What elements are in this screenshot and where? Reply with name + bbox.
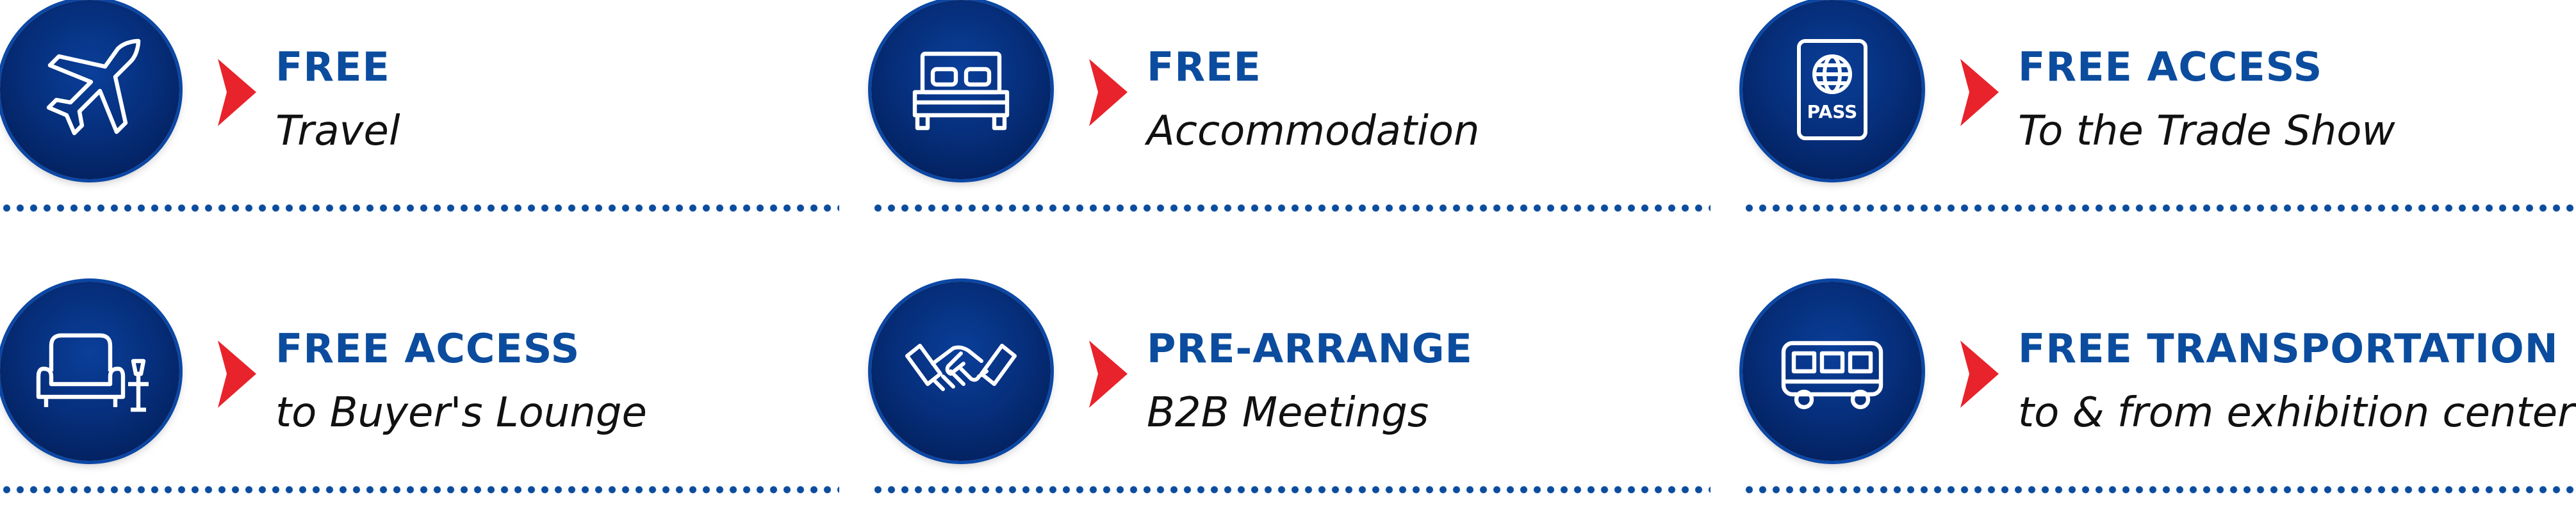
dotted-divider [0, 485, 839, 494]
airplane-icon [46, 38, 141, 136]
chevron-right-icon [1089, 341, 1128, 408]
trade-show-badge: PASS [1743, 0, 1922, 179]
meetings-badge [871, 282, 1051, 461]
accommodation-badge [871, 0, 1051, 179]
benefit-subtitle: Accommodation [1147, 108, 1480, 155]
benefit-title: FREE TRANSPORTATION [2018, 325, 2559, 372]
benefit-free-accommodation: FREE Accommodation [871, 0, 1717, 218]
dotted-divider [1743, 204, 2576, 213]
benefit-subtitle: to & from exhibition center [2018, 389, 2575, 437]
lounge-badge [0, 282, 179, 461]
bed-icon [912, 51, 1010, 131]
benefit-free-access-lounge: FREE ACCESS to Buyer's Lounge [0, 282, 846, 499]
benefit-title: FREE ACCESS [2018, 44, 2323, 90]
benefit-pre-arrange-meetings: PRE-ARRANGE B2B Meetings [871, 282, 1717, 499]
dotted-divider [871, 204, 1710, 213]
benefit-free-travel: FREE Travel [0, 0, 846, 218]
svg-text:PASS: PASS [1807, 101, 1858, 122]
chevron-right-icon [1089, 59, 1128, 126]
chevron-right-icon [218, 341, 256, 408]
dotted-divider [1743, 485, 2576, 494]
chevron-right-icon [1960, 59, 1999, 126]
benefit-subtitle: B2B Meetings [1147, 389, 1429, 437]
benefit-subtitle: To the Trade Show [2018, 108, 2395, 155]
passport-icon: PASS [1797, 39, 1867, 140]
benefit-title: FREE [275, 44, 390, 90]
travel-badge [0, 0, 179, 179]
benefit-subtitle: to Buyer's Lounge [275, 389, 647, 437]
chevron-right-icon [1960, 341, 1999, 408]
benefit-title: PRE-ARRANGE [1147, 325, 1473, 372]
benefit-title: FREE [1147, 44, 1261, 90]
benefit-subtitle: Travel [275, 108, 400, 155]
chevron-right-icon [218, 59, 256, 126]
dotted-divider [871, 485, 1710, 494]
benefit-free-transportation: FREE TRANSPORTATION to & from exhibition… [1743, 282, 2576, 499]
armchair-icon [36, 333, 149, 412]
handshake-icon [905, 344, 1017, 391]
bus-icon [1781, 341, 1883, 410]
dotted-divider [0, 204, 839, 213]
transportation-badge [1743, 282, 1922, 461]
benefit-title: FREE ACCESS [275, 325, 580, 372]
benefit-free-access-trade-show: PASS FREE ACCESS To the Trade Show [1743, 0, 2576, 218]
